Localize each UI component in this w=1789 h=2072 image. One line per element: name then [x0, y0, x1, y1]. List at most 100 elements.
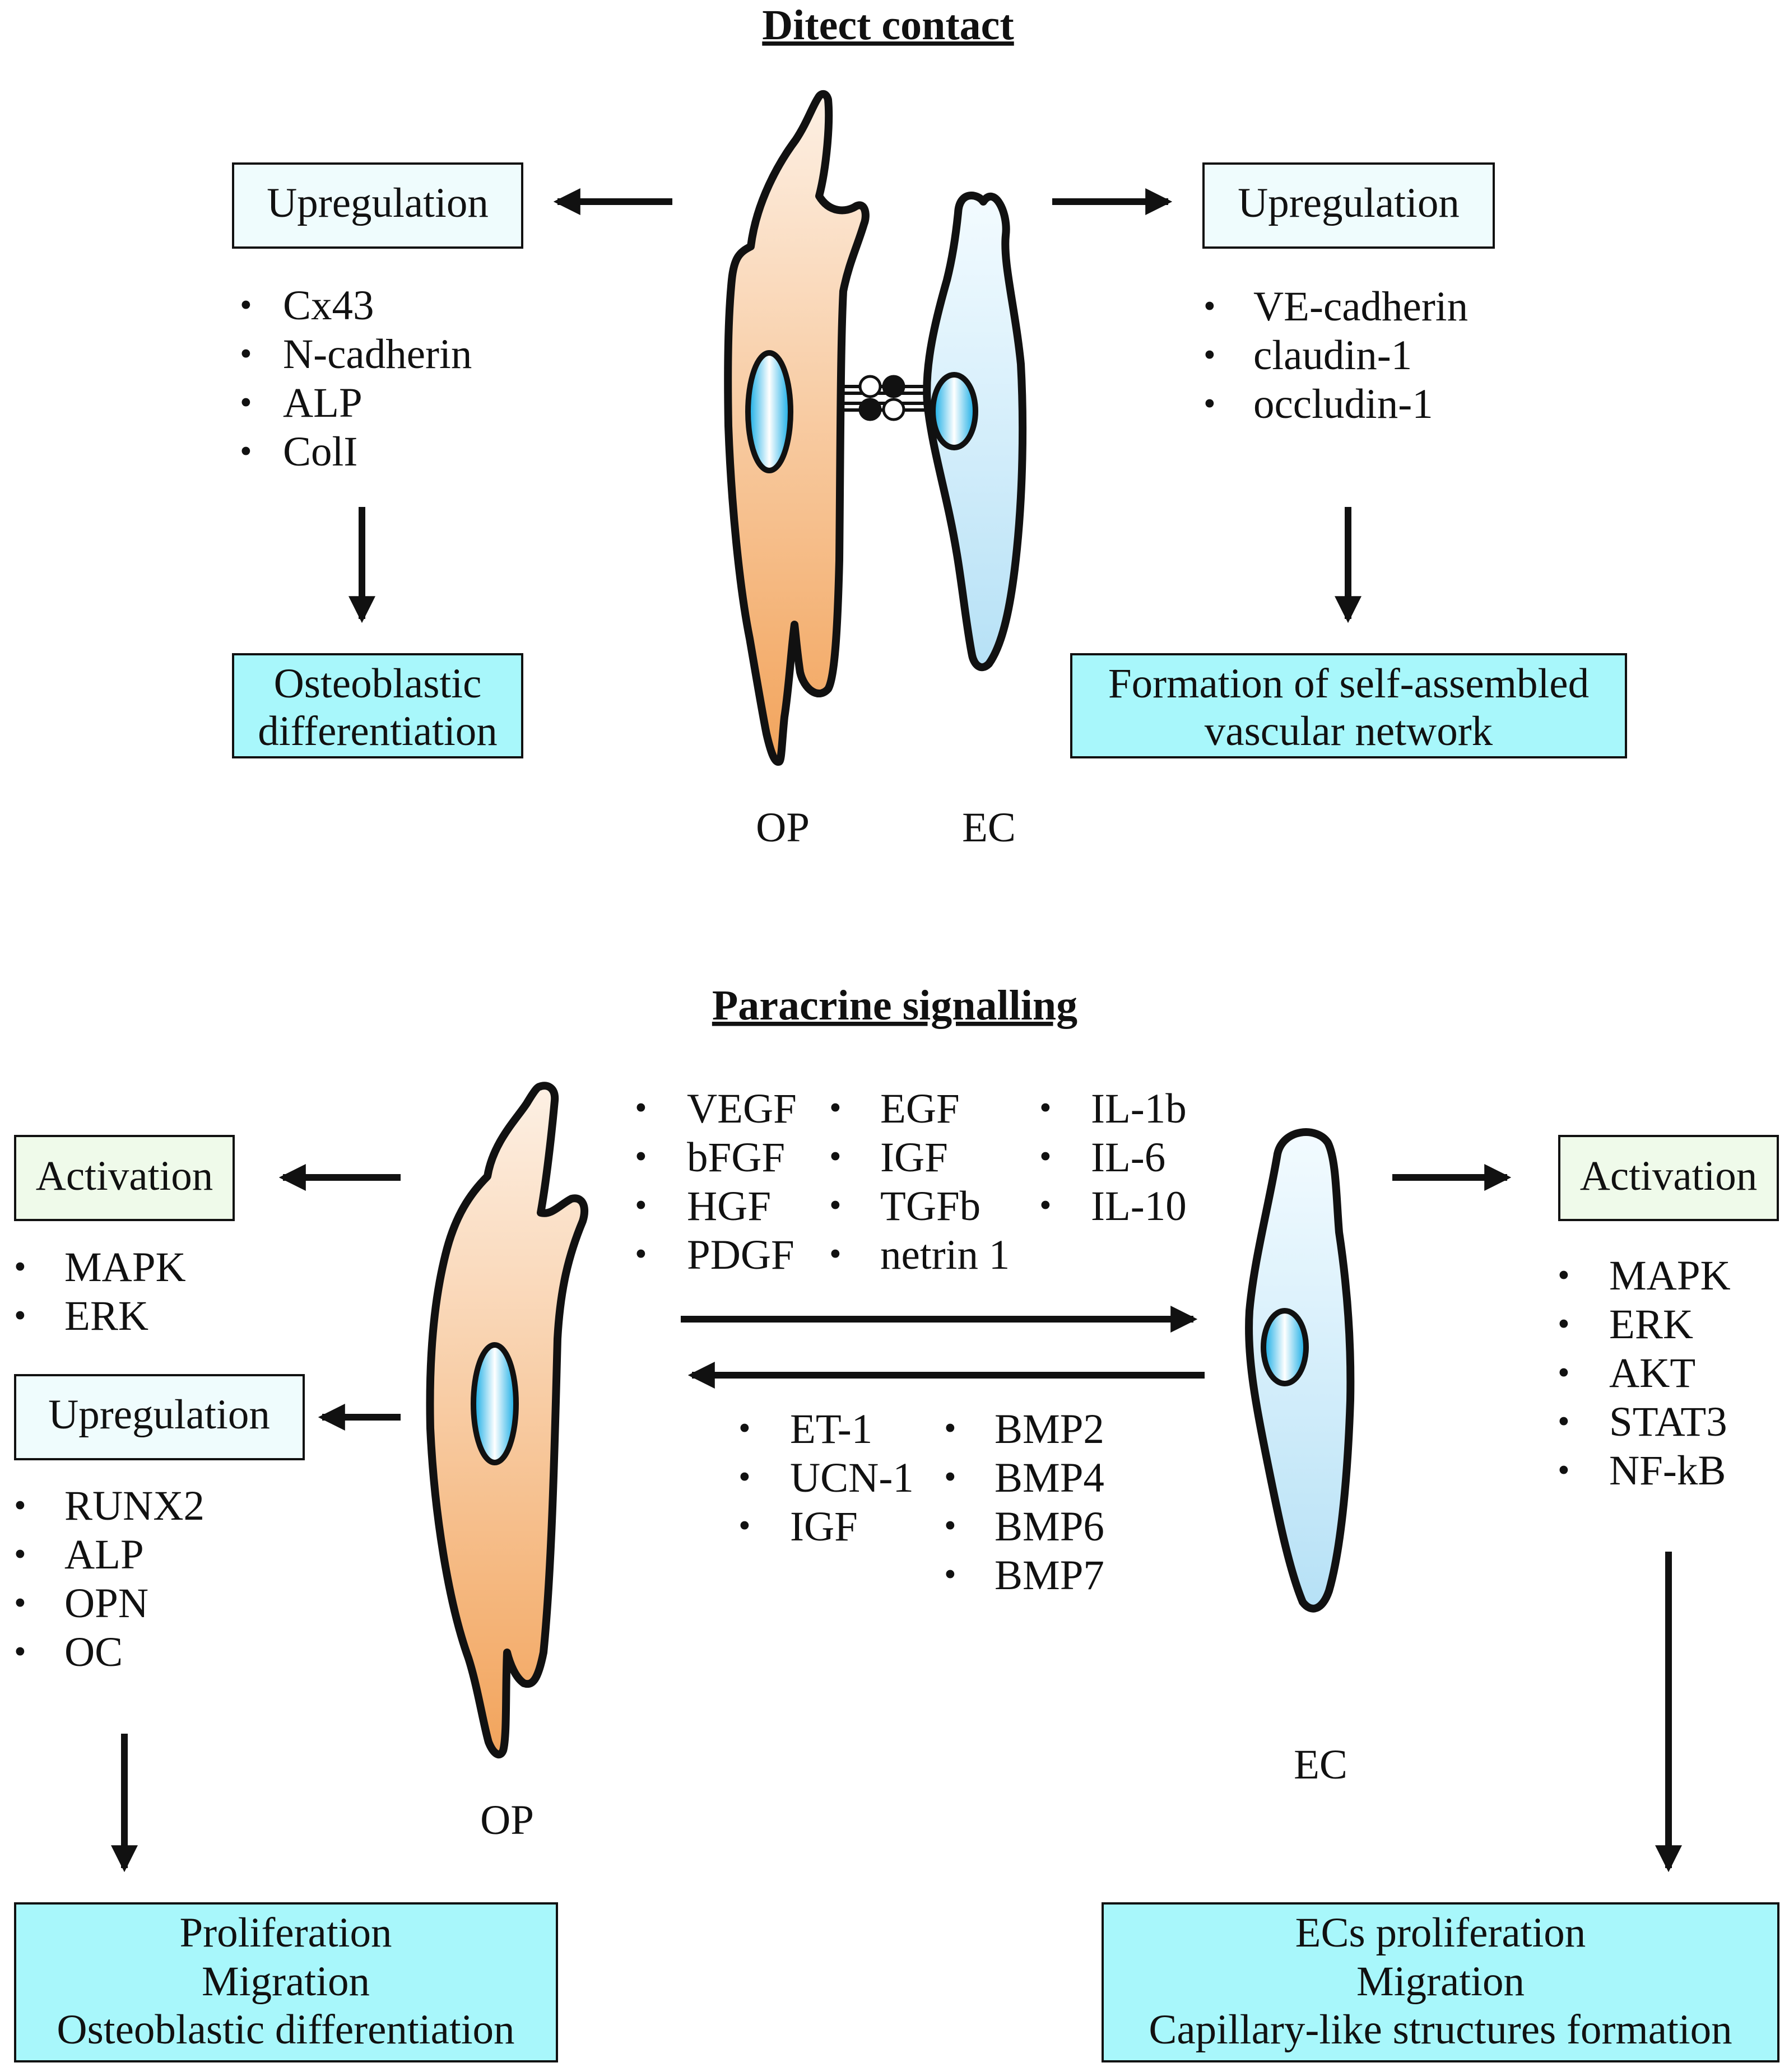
dc-right-upregulation-rect: [1202, 162, 1495, 249]
bullet: •: [14, 1535, 26, 1573]
dc-right-upregulation-box: Upregulation: [1202, 162, 1495, 249]
bullet: •: [635, 1138, 647, 1176]
pc-right-outcome-box: ECs proliferation Migration Capillary-li…: [1102, 1902, 1779, 2062]
bullet: •: [829, 1089, 842, 1127]
pc-to-op-factor: BMP4: [995, 1455, 1104, 1501]
pc-left-outcome-rect: [14, 1902, 558, 2062]
bullet: •: [738, 1507, 751, 1545]
pc-op-label: OP: [480, 1797, 534, 1843]
dc-op-cell: [724, 90, 870, 766]
pc-to-op-factor: BMP7: [995, 1552, 1104, 1599]
paracrine-section: Paracrine signalling Activation • MAPK •…: [14, 982, 1779, 2062]
pc-to-ec-factors: • VEGF • bFGF • HGF • PDGF • EGF • IGF •…: [635, 1086, 1187, 1278]
dc-left-upregulation-box: Upregulation: [232, 162, 523, 249]
pc-to-ec-factor: TGFb: [880, 1183, 981, 1230]
dc-left-item: N-cadherin: [283, 331, 472, 378]
bullet: •: [944, 1409, 956, 1447]
pc-left-activation-list: • MAPK • ERK: [14, 1244, 186, 1339]
pc-left-outcome-line: Osteoblastic differentiation: [57, 2006, 514, 2053]
bullet: •: [240, 384, 252, 422]
pc-right-outcome-line: Capillary-like structures formation: [1149, 2006, 1732, 2053]
pc-ec-cell: [1245, 1128, 1355, 1613]
dc-right-item: claudin-1: [1253, 332, 1412, 379]
pc-left-upregulation-item: RUNX2: [64, 1483, 205, 1529]
bullet: •: [14, 1584, 26, 1622]
dc-left-item: Cx43: [283, 282, 374, 329]
pc-right-activation-item: NF-kB: [1609, 1447, 1726, 1494]
bullet: •: [14, 1248, 26, 1286]
pc-right-activation-rect: [1558, 1135, 1779, 1221]
dc-ec-nucleus: [930, 372, 978, 450]
pc-left-activation-item: MAPK: [64, 1244, 186, 1291]
direct-contact-title: Ditect contact: [762, 2, 1014, 49]
paracrine-title: Paracrine signalling: [712, 982, 1077, 1029]
pc-right-outcome-rect: [1102, 1902, 1779, 2062]
dc-left-item: ColI: [283, 429, 357, 475]
bullet: •: [1558, 1403, 1570, 1441]
pc-ec-label: EC: [1294, 1742, 1347, 1788]
dc-right-item: occludin-1: [1253, 381, 1433, 427]
pc-right-activation-box: Activation: [1558, 1135, 1779, 1221]
bullet: •: [240, 432, 252, 471]
pc-right-activation-item: MAPK: [1609, 1252, 1731, 1299]
bullet: •: [1039, 1138, 1052, 1176]
pc-left-outcome-line: Proliferation: [179, 1910, 392, 1956]
bullet: •: [635, 1235, 647, 1273]
dc-op-nucleus: [745, 350, 793, 473]
cell-junction-icon: [840, 375, 926, 421]
pc-right-activation-label: Activation: [1580, 1153, 1758, 1199]
bullet: •: [14, 1633, 26, 1671]
dc-left-outcome-line: differentiation: [258, 708, 498, 755]
pc-to-op-factors: • ET-1 • UCN-1 • IGF • BMP2 • BMP4 • BMP…: [738, 1406, 1104, 1599]
dc-left-item: ALP: [283, 380, 363, 426]
pc-right-activation-item: AKT: [1609, 1350, 1695, 1396]
dc-right-list: • VE-cadherin • claudin-1 • occludin-1: [1203, 283, 1468, 427]
bullet: •: [1558, 1354, 1570, 1392]
pc-right-outcome-line: ECs proliferation: [1295, 1910, 1586, 1956]
pc-to-ec-factor: bFGF: [687, 1134, 785, 1181]
pc-to-ec-factor: IGF: [880, 1134, 948, 1181]
pc-op-cell: [426, 1082, 589, 1759]
bullet: •: [829, 1138, 842, 1176]
dc-right-item: VE-cadherin: [1253, 283, 1468, 330]
pc-ec-nucleus: [1261, 1308, 1309, 1386]
pc-left-activation-rect: [14, 1135, 235, 1221]
dc-right-outcome-box: Formation of self-assembled vascular net…: [1070, 653, 1627, 758]
dc-left-upregulation-label: Upregulation: [267, 180, 489, 226]
bullet: •: [240, 335, 252, 373]
bullet: •: [944, 1458, 956, 1496]
bullet: •: [1558, 1451, 1570, 1489]
bullet: •: [944, 1556, 956, 1594]
pc-left-outcome-line: Migration: [202, 1958, 370, 2005]
dc-right-upregulation-label: Upregulation: [1238, 180, 1460, 226]
pc-to-op-factor: BMP6: [995, 1503, 1104, 1550]
bullet: •: [944, 1507, 956, 1545]
pc-to-op-factor: IGF: [790, 1503, 858, 1550]
dc-left-upregulation-rect: [232, 162, 523, 249]
bullet: •: [1039, 1186, 1052, 1224]
pc-left-activation-label: Activation: [36, 1153, 213, 1199]
pc-left-upregulation-item: OC: [64, 1629, 123, 1675]
dc-op-label: OP: [756, 804, 810, 851]
pc-to-op-factor: BMP2: [995, 1406, 1104, 1452]
bullet: •: [829, 1186, 842, 1224]
pc-left-upregulation-item: ALP: [64, 1531, 144, 1578]
pc-op-nucleus: [471, 1342, 519, 1465]
bullet: •: [738, 1409, 751, 1447]
pc-to-ec-factor: PDGF: [687, 1232, 794, 1278]
pc-left-upregulation-item: OPN: [64, 1580, 148, 1627]
bullet: •: [240, 286, 252, 324]
pc-left-upregulation-box: Upregulation: [14, 1374, 305, 1460]
bullet: •: [829, 1235, 842, 1273]
bullet: •: [14, 1487, 26, 1525]
pc-to-ec-factor: netrin 1: [880, 1232, 1010, 1278]
pc-right-activation-item: ERK: [1609, 1301, 1693, 1348]
pc-left-activation-item: ERK: [64, 1293, 148, 1339]
dc-ec-cell: [923, 192, 1027, 672]
dc-op-cell-body: [724, 90, 870, 766]
pc-to-ec-factor: HGF: [687, 1183, 771, 1230]
bullet: •: [1039, 1089, 1052, 1127]
dc-left-outcome-rect: [232, 653, 523, 758]
pc-to-ec-factor: IL-6: [1091, 1134, 1165, 1181]
